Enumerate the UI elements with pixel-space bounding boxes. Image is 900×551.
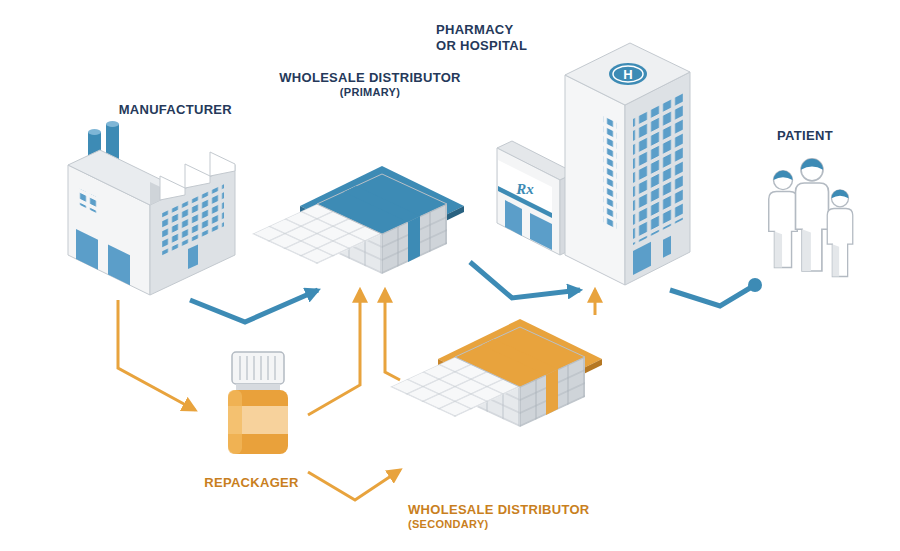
factory-building [188,244,198,269]
pill-bottle [240,356,275,380]
hospital-building [663,236,671,258]
pallet-primary [252,204,382,264]
node-subtitle: (SECONDARY) [408,518,489,531]
node-title: PATIENT [777,128,833,144]
pallet-secondary [455,327,585,387]
hospital-building [609,63,647,85]
hospital-building [565,43,690,285]
factory-building [162,184,224,255]
node-subtitle: (PRIMARY) [340,86,400,99]
pallet-primary [317,174,447,234]
pallet-secondary [390,357,520,417]
factory-building [76,187,130,285]
node-title: MANUFACTURER [119,102,232,118]
cap-rib [260,356,262,380]
manufacturer-node: MANUFACTURER [60,98,240,300]
flow-arrow [308,290,360,415]
hospital-sign-text: H [623,67,632,82]
pallet-primary [252,204,382,264]
factory-building [76,229,98,270]
factory-building [210,152,235,176]
factory-building [88,129,101,135]
flow-arrow [470,262,580,298]
pallet-primary [408,216,420,262]
patient-figures [827,190,853,277]
hospital-building [565,75,625,285]
cap-rib [253,356,255,380]
pill-bottle [228,352,288,454]
flow-arrow [594,290,597,315]
factory-building [150,165,235,295]
pharmacy-sign-text: Rx [516,181,534,198]
hospital-building [633,242,651,275]
cap-rib [267,356,269,380]
hospital-building [633,94,683,245]
pallet-secondary [390,357,520,417]
node-title: PHARMACY OR HOSPITAL [436,22,536,53]
repackager-node: REPACKAGER [195,345,308,495]
cap-rib [239,356,241,380]
cap-rib [274,356,276,380]
pallet-secondary [546,369,558,415]
flow-arrow [308,470,400,500]
flow-arrow [385,290,400,380]
factory-building [78,188,98,214]
pill-bottle [232,352,284,384]
distributor-node: WHOLESALE DISTRIBUTOR(SECONDARY) [400,315,612,535]
cap-rib [246,356,248,380]
hospital-building [613,66,643,82]
pharmacy-building [497,148,560,255]
flow-arrow [190,290,318,322]
hospital-building [603,114,617,231]
pill-bottle [228,390,288,454]
pallet-primary [344,186,420,222]
factory-building [160,176,185,200]
node-title: WHOLESALE DISTRIBUTOR [279,70,461,86]
hospital-building [633,94,683,275]
pallet-primary [252,166,464,274]
pallet-secondary [482,339,558,375]
pill-bottle [236,384,280,390]
patient-node: PATIENT [755,124,855,300]
pharmacy-node: PHARMACY OR HOSPITAL [428,18,695,290]
pill-bottle [228,390,242,454]
flow-arrow [670,285,755,306]
node-title: WHOLESALE DISTRIBUTOR [408,502,590,518]
patient-figures [769,171,798,268]
flow-arrow [118,300,195,410]
patient-figures [769,159,853,277]
factory-building [108,245,130,286]
patient-figures [796,159,829,271]
hospital-building [565,43,690,105]
factory-building [106,121,119,127]
pharmacy-building [497,141,575,255]
factory-building [162,184,224,281]
factory-building [185,164,210,188]
hospital-building [603,114,617,231]
pharmacy-building [530,213,552,250]
connector-layer [118,262,755,500]
node-title: REPACKAGER [204,475,299,491]
pharmacy-building [505,200,522,236]
distributor-node: WHOLESALE DISTRIBUTOR(PRIMARY) [270,66,470,290]
hospital-building [625,72,690,285]
pallet-secondary [390,319,602,427]
factory-building [68,121,235,295]
